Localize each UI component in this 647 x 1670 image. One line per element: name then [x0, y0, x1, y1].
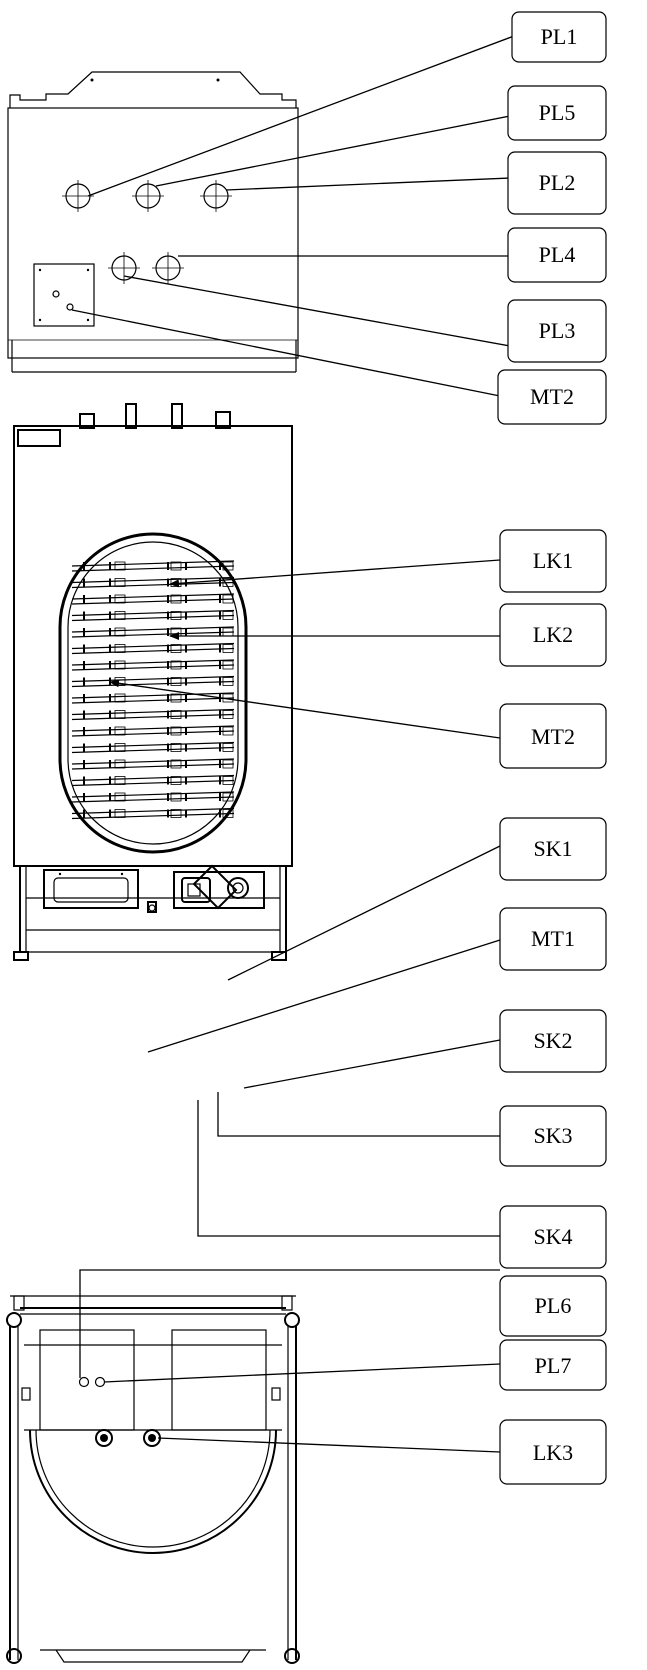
bottom-view — [6, 1295, 300, 1664]
label-sk2: SK2 — [499, 1009, 607, 1073]
label-pl7-text: PL7 — [535, 1353, 572, 1378]
label-sk3-text: SK3 — [533, 1123, 572, 1148]
label-sk4: SK4 — [499, 1205, 607, 1269]
label-pl4: PL4 — [507, 227, 607, 283]
label-pl3: PL3 — [507, 299, 607, 363]
pl6-port — [78, 1376, 90, 1388]
label-pl3-text: PL3 — [539, 318, 576, 343]
label-pl1: PL1 — [511, 11, 607, 63]
left-control-box — [43, 869, 139, 909]
right-control-box — [173, 864, 265, 910]
label-pl4-text: PL4 — [539, 242, 576, 267]
label-mt1: MT1 — [499, 907, 607, 971]
label-sk1: SK1 — [499, 817, 607, 881]
front-view — [13, 403, 293, 961]
label-sk4-text: SK4 — [533, 1224, 572, 1249]
label-lk1-text: LK1 — [533, 548, 573, 573]
pl7-port — [94, 1376, 106, 1388]
label-pl6-text: PL6 — [535, 1293, 572, 1318]
label-lk1: LK1 — [499, 529, 607, 593]
label-pl2: PL2 — [507, 151, 607, 215]
label-pl7: PL7 — [499, 1339, 607, 1391]
pl5-connection-port — [132, 180, 164, 212]
sensor-plate — [33, 263, 95, 327]
label-lk3-text: LK3 — [533, 1440, 573, 1465]
label-sk1-text: SK1 — [533, 836, 572, 861]
lk3-drain-fitting — [95, 1429, 161, 1447]
pl2-connection-port — [200, 180, 232, 212]
label-lk2: LK2 — [499, 603, 607, 667]
label-sk3: SK3 — [499, 1105, 607, 1167]
label-mt2-top-text: MT2 — [530, 384, 574, 409]
heat-exchanger-coil — [71, 560, 235, 820]
label-pl2-text: PL2 — [539, 170, 576, 195]
label-pl6: PL6 — [499, 1275, 607, 1337]
label-mt2-front: MT2 — [499, 703, 607, 769]
label-lk2-text: LK2 — [533, 622, 573, 647]
top-view — [7, 71, 299, 373]
label-pl5-text: PL5 — [539, 100, 576, 125]
label-pl1-text: PL1 — [541, 24, 578, 49]
leader-lines — [71, 35, 515, 1453]
pl3-connection-port — [108, 252, 140, 284]
label-sk2-text: SK2 — [533, 1028, 572, 1053]
label-pl5: PL5 — [507, 85, 607, 141]
pl4-connection-port — [152, 252, 184, 284]
label-mt2-top: MT2 — [497, 369, 607, 425]
label-mt1-text: MT1 — [531, 926, 575, 951]
label-mt2-front-text: MT2 — [531, 724, 575, 749]
label-lk3: LK3 — [499, 1419, 607, 1485]
